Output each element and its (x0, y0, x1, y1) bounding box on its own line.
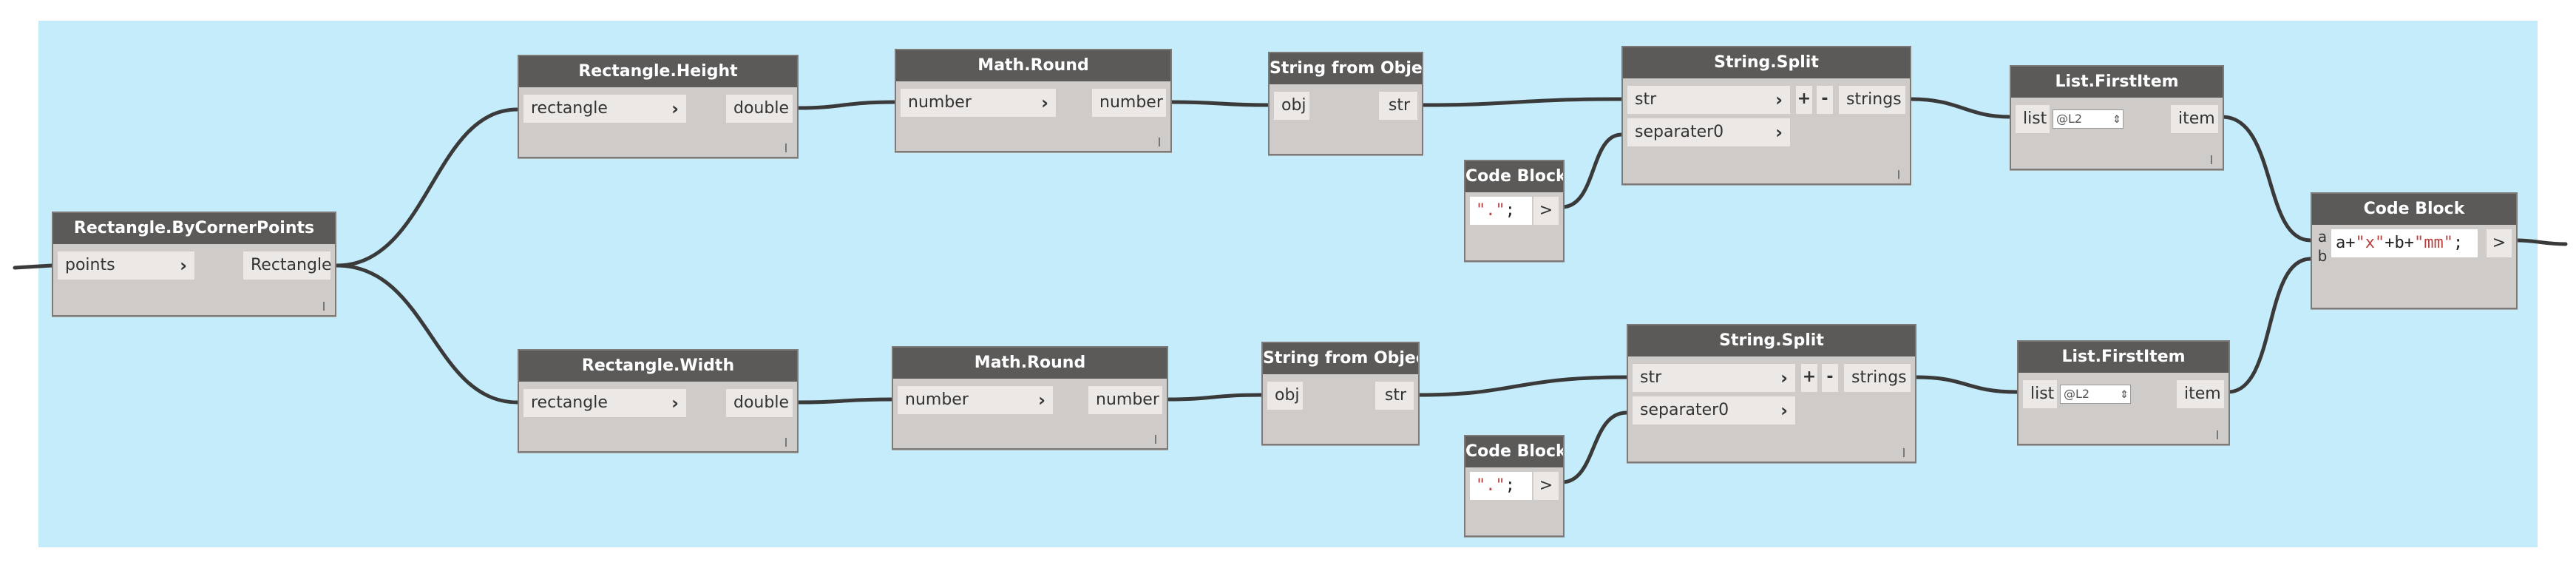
resize-handle[interactable] (785, 438, 787, 447)
resize-handle[interactable] (1155, 435, 1156, 444)
node-code-block-bottom[interactable]: Code Block "."; > (1464, 435, 1565, 537)
output-port-number[interactable]: number (1092, 89, 1166, 117)
spinner-icon: ⇕ (2112, 114, 2121, 126)
input-port-b[interactable]: b (2317, 247, 2328, 265)
node-title: Math.Round (893, 348, 1167, 379)
node-title: Rectangle.Width (519, 351, 797, 382)
node-rectangle-width[interactable]: Rectangle.Width rectangle› double (518, 349, 799, 453)
node-title: Math.Round (896, 50, 1170, 81)
chevron-right-icon: › (671, 98, 679, 119)
chevron-right-icon: › (1775, 89, 1783, 110)
output-port-str[interactable]: str (1375, 382, 1414, 410)
output-port-strings[interactable]: strings (1839, 86, 1905, 114)
node-code-block-final[interactable]: Code Block a b a+"x"+b+"mm"; > (2311, 192, 2518, 309)
input-port-rectangle[interactable]: rectangle› (523, 389, 686, 417)
code-editor[interactable]: a+"x"+b+"mm"; (2331, 229, 2478, 257)
resize-handle[interactable] (1159, 138, 1160, 146)
chevron-right-icon: › (1780, 400, 1788, 421)
remove-input-button[interactable]: - (1822, 364, 1838, 392)
input-port-number[interactable]: number› (901, 89, 1056, 117)
chevron-right-icon: › (1038, 390, 1045, 410)
input-port-str[interactable]: str› (1633, 364, 1795, 392)
output-port[interactable]: > (1533, 472, 1559, 500)
node-title: Rectangle.Height (519, 56, 797, 87)
node-title: List.FirstItem (2019, 342, 2228, 373)
node-rectangle-by-corner-points[interactable]: Rectangle.ByCornerPoints points› Rectang… (52, 212, 336, 317)
node-list-first-item-bottom[interactable]: List.FirstItem list @L2⇕ item (2017, 340, 2230, 445)
node-code-block-top[interactable]: Code Block "."; > (1464, 160, 1565, 262)
chevron-right-icon: › (180, 255, 187, 276)
code-editor[interactable]: "."; (1470, 472, 1532, 500)
node-title: String.Split (1623, 47, 1910, 78)
output-port-double[interactable]: double (726, 389, 793, 417)
remove-input-button[interactable]: - (1817, 86, 1833, 114)
chevron-right-icon: › (671, 393, 679, 413)
chevron-right-icon: › (1775, 122, 1783, 143)
node-title: List.FirstItem (2011, 67, 2223, 98)
resize-handle[interactable] (2217, 430, 2218, 439)
resize-handle[interactable] (1898, 170, 1899, 179)
lacing-selector[interactable]: @L2⇕ (2053, 109, 2123, 129)
resize-handle[interactable] (323, 302, 325, 311)
node-title: Code Block (1465, 161, 1563, 192)
input-port-a[interactable]: a (2317, 228, 2328, 246)
node-title: Rectangle.ByCornerPoints (53, 213, 335, 244)
node-title: String from Object (1270, 53, 1422, 84)
node-rectangle-height[interactable]: Rectangle.Height rectangle› double (518, 55, 799, 158)
output-port-str[interactable]: str (1379, 92, 1417, 120)
add-input-button[interactable]: + (1801, 364, 1817, 392)
input-port-separater0[interactable]: separater0› (1627, 118, 1790, 146)
input-port-separater0[interactable]: separater0› (1633, 396, 1795, 425)
node-string-from-object-top[interactable]: String from Object obj str (1268, 52, 1423, 155)
lacing-selector[interactable]: @L2⇕ (2060, 385, 2131, 404)
node-string-split-bottom[interactable]: String.Split str› + - strings separater0… (1627, 324, 1916, 463)
resize-handle[interactable] (1903, 448, 1905, 457)
output-port[interactable]: > (2487, 229, 2512, 257)
node-string-split-top[interactable]: String.Split str› + - strings separater0… (1621, 46, 1911, 185)
output-port-rectangle[interactable]: Rectangle (243, 251, 332, 280)
output-port-item[interactable]: item (2177, 380, 2224, 408)
node-math-round-bottom[interactable]: Math.Round number› number (892, 346, 1168, 450)
input-port-list[interactable]: list (2023, 380, 2057, 408)
resize-handle[interactable] (785, 143, 787, 152)
node-list-first-item-top[interactable]: List.FirstItem list @L2⇕ item (2010, 65, 2224, 170)
spinner-icon: ⇕ (2120, 389, 2129, 401)
code-editor[interactable]: "."; (1470, 197, 1532, 225)
output-port-number[interactable]: number (1088, 386, 1162, 414)
output-port[interactable]: > (1533, 197, 1559, 225)
add-input-button[interactable]: + (1796, 86, 1812, 114)
input-port-points[interactable]: points› (58, 251, 194, 280)
input-port-obj[interactable]: obj (1267, 382, 1303, 410)
input-port-rectangle[interactable]: rectangle› (523, 95, 686, 123)
resize-handle[interactable] (2211, 155, 2212, 164)
output-port-double[interactable]: double (726, 95, 793, 123)
output-port-item[interactable]: item (2171, 105, 2218, 133)
chevron-right-icon: › (1780, 368, 1788, 388)
node-string-from-object-bottom[interactable]: String from Object obj str (1261, 342, 1420, 445)
input-port-list[interactable]: list (2016, 105, 2050, 133)
input-port-obj[interactable]: obj (1274, 92, 1309, 120)
node-title: String.Split (1628, 325, 1915, 356)
node-title: Code Block (1465, 436, 1563, 467)
input-port-number[interactable]: number› (898, 386, 1053, 414)
node-title: String from Object (1263, 343, 1418, 374)
input-port-str[interactable]: str› (1627, 86, 1790, 114)
output-port-strings[interactable]: strings (1844, 364, 1911, 392)
node-math-round-top[interactable]: Math.Round number› number (895, 49, 1172, 152)
node-title: Code Block (2312, 194, 2516, 225)
chevron-right-icon: › (1041, 92, 1048, 113)
